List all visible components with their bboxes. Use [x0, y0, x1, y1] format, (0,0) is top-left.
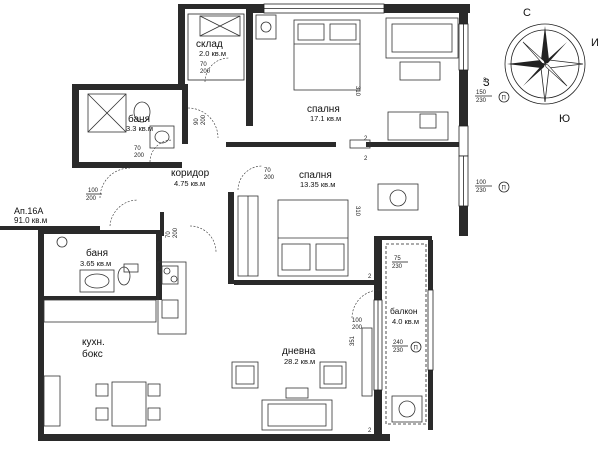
living-name: дневна	[282, 346, 316, 357]
windows	[263, 3, 469, 391]
kitchen-door-height: 200	[173, 227, 179, 238]
bedroom1-dim-3: 3	[483, 78, 487, 84]
bathroom-2: баня 3.65 кв.м	[56, 236, 139, 293]
kitchen-door-width: 70	[166, 231, 172, 238]
bedroom-1: спалня 17.1 кв.м 310 2 3 150 230 П	[255, 14, 510, 149]
bedroom1-name: спалня	[307, 104, 340, 115]
storage-door-width: 70	[200, 62, 207, 68]
kitchen-box: кухн. бокс	[43, 261, 187, 427]
window1-width: 150	[476, 90, 487, 96]
storage-name: склад	[196, 39, 223, 50]
window1-height: 230	[476, 98, 487, 104]
compass: С И Ю З	[483, 7, 599, 125]
apartment-area: 91.0 кв.м	[14, 216, 47, 225]
balcony-name: балкон	[390, 306, 418, 316]
storage-area: 2.0 кв.м	[199, 49, 226, 58]
corridor-door-height: 200	[201, 114, 207, 125]
corridor-name: коридор	[171, 168, 210, 179]
bedroom1-area: 17.1 кв.м	[310, 114, 341, 123]
compass-west: З	[483, 77, 490, 89]
bedroom2-door-width: 70	[264, 168, 271, 174]
bedroom2-dim-2b: 2	[368, 274, 372, 280]
bathroom-1: баня 3.3 кв.м 70 200	[87, 93, 175, 163]
bedroom1-length: 310	[354, 86, 360, 97]
window2-mark: П	[502, 186, 506, 192]
apartment-label: Ап.16А 91.0 кв.м	[14, 199, 139, 227]
storage-door-height: 200	[200, 69, 211, 75]
balcony-area: 4.0 кв.м	[392, 317, 419, 326]
balcony: балкон 4.0 кв.м 75 230 240 230 П	[385, 243, 427, 425]
window3-mark: П	[414, 346, 418, 352]
living-length: 351	[350, 335, 356, 346]
bath1-area: 3.3 кв.м	[126, 124, 153, 133]
window2-height: 230	[476, 188, 487, 194]
compass-east: И	[591, 37, 599, 49]
compass-north: С	[523, 7, 531, 19]
bedroom2-door-height: 200	[264, 175, 275, 181]
living-room: дневна 28.2 кв.м 351 2 100 200	[231, 289, 381, 434]
balcony-door-height: 230	[393, 348, 404, 354]
corridor: коридор 4.75 кв.м 90 200 100 200 70 200 …	[86, 107, 275, 253]
window1-mark: П	[502, 96, 506, 102]
bath1-door-height: 200	[134, 153, 145, 159]
apartment-number: Ап.16А	[14, 206, 43, 216]
kitchen-name-2: бокс	[82, 348, 103, 360]
bath1-name: баня	[128, 113, 150, 125]
living-area: 28.2 кв.м	[284, 357, 315, 366]
balcony-window-height: 230	[392, 264, 403, 270]
entry-door-height: 200	[86, 196, 97, 202]
corridor-door-width: 90	[194, 118, 200, 125]
window2-width: 100	[476, 180, 487, 186]
bath2-area: 3.65 кв.м	[80, 259, 111, 268]
storage-room: склад 2.0 кв.м 70 200	[187, 13, 245, 83]
balcony-door-width: 240	[393, 340, 404, 346]
kitchen-name-1: кухн.	[82, 337, 105, 348]
entry2-door-width: 100	[352, 318, 363, 324]
compass-south: Ю	[559, 113, 570, 125]
outer-walls	[0, 4, 470, 441]
bedroom1-dim-2: 2	[364, 136, 368, 142]
bedroom2-length: 310	[354, 206, 360, 217]
bedroom-2: спалня 13.35 кв.м 310 2 2 100 230 П	[237, 156, 510, 280]
bath2-name: баня	[86, 247, 108, 259]
bedroom2-area: 13.35 кв.м	[300, 180, 335, 189]
entry2-door-height: 200	[352, 325, 363, 331]
bath1-door-width: 70	[134, 146, 141, 152]
entry-door-width: 100	[88, 188, 99, 194]
bedroom2-name: спалня	[299, 170, 332, 181]
living-dim-2: 2	[368, 428, 372, 434]
bedroom2-dim-2: 2	[364, 156, 368, 162]
balcony-window-width: 75	[394, 256, 401, 262]
corridor-area: 4.75 кв.м	[174, 179, 205, 188]
